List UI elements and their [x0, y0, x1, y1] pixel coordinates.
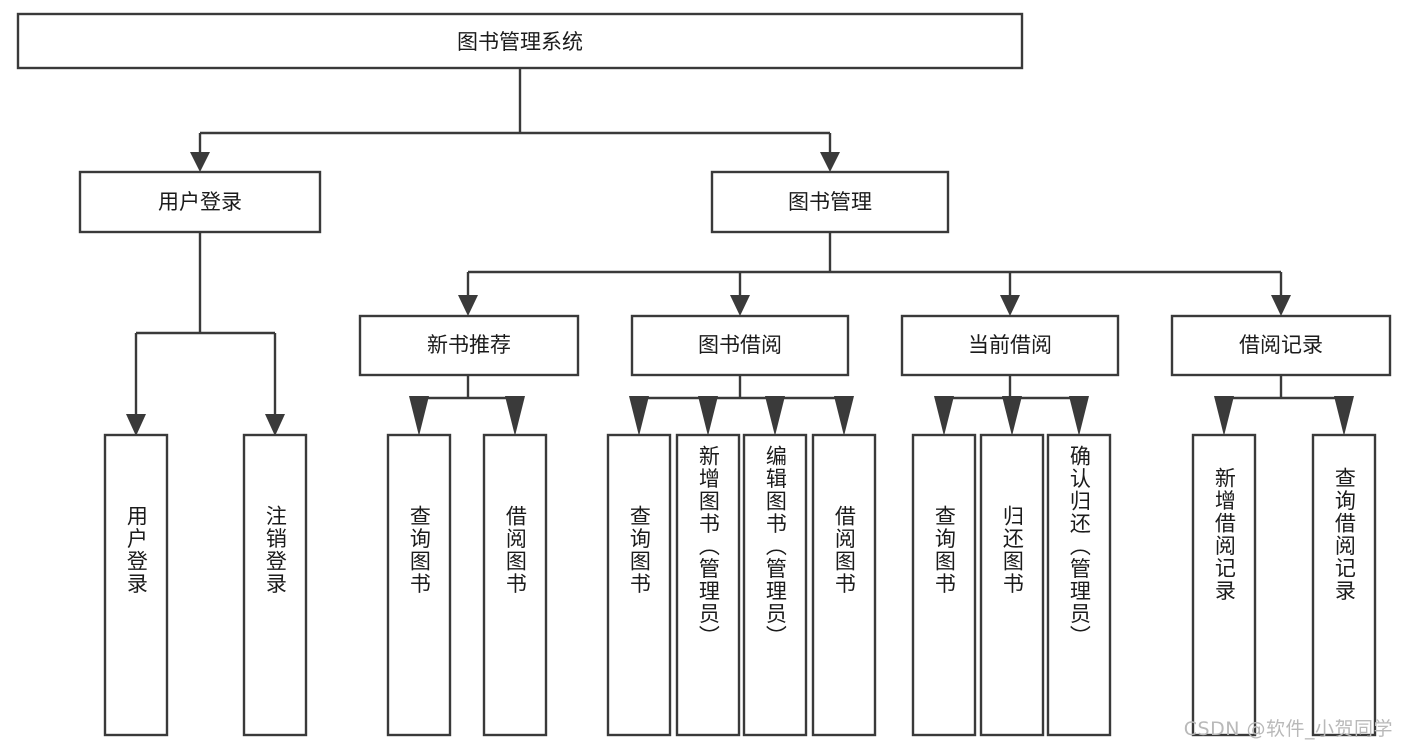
- leaf-box-query-book-1[interactable]: [386, 433, 452, 737]
- node-user-login[interactable]: 用户登录: [78, 170, 322, 234]
- arrow-head-leaf-edit-book: [765, 396, 785, 436]
- csdn-watermark: CSDN @软件_小贺同学: [1183, 718, 1393, 740]
- leaf-box-query-book-3[interactable]: [911, 433, 977, 737]
- leaf-box-return-book[interactable]: [979, 433, 1045, 737]
- arrow-head-leaf-borrow-book-2: [834, 396, 854, 436]
- arrow-head-leaf-user-login: [126, 414, 146, 436]
- leaf-box-confirm-return[interactable]: [1046, 433, 1112, 737]
- leaf-box-add-record[interactable]: [1191, 433, 1257, 737]
- node-borrow-record-label: 借阅记录: [1239, 333, 1323, 357]
- node-root[interactable]: 图书管理系统: [16, 12, 1024, 70]
- node-borrow-record-box[interactable]: [1170, 314, 1392, 377]
- arrow-head-leaf-query-record: [1334, 396, 1354, 436]
- leaf-boxes: [103, 433, 1377, 737]
- node-borrow-record[interactable]: 借阅记录: [1170, 314, 1392, 377]
- arrow-head-leaf-query-book-1: [409, 396, 429, 436]
- leaf-box-borrow-book-1[interactable]: [482, 433, 548, 737]
- arrow-head-leaf-add-book: [698, 396, 718, 436]
- leaf-box-logout-login[interactable]: [242, 433, 308, 737]
- node-user-login-label: 用户登录: [158, 190, 242, 214]
- arrow-head-leaf-confirm-return: [1069, 396, 1089, 436]
- arrow-head-book-management: [820, 152, 840, 172]
- arrow-head-borrow-record: [1271, 295, 1291, 316]
- node-new-book-recommend-label: 新书推荐: [427, 333, 511, 357]
- node-book-borrow[interactable]: 图书借阅: [630, 314, 850, 377]
- arrow-head-leaf-return-book: [1002, 396, 1022, 436]
- leaf-box-edit-book[interactable]: [742, 433, 808, 737]
- leaf-box-borrow-book-2[interactable]: [811, 433, 877, 737]
- node-new-book-recommend[interactable]: 新书推荐: [358, 314, 580, 377]
- arrow-head-book-borrow: [730, 295, 750, 316]
- arrow-head-leaf-logout-login: [265, 414, 285, 436]
- arrow-head-leaf-query-book-3: [934, 396, 954, 436]
- node-book-borrow-box[interactable]: [630, 314, 850, 377]
- node-root-box[interactable]: [16, 12, 1024, 70]
- node-user-login-box[interactable]: [78, 170, 322, 234]
- node-book-borrow-label: 图书借阅: [698, 333, 782, 357]
- arrow-head-leaf-borrow-book-1: [505, 396, 525, 436]
- node-root-label: 图书管理系统: [457, 30, 583, 54]
- arrow-head-user-login: [190, 152, 210, 172]
- node-current-borrow[interactable]: 当前借阅: [900, 314, 1120, 377]
- leaf-box-query-record[interactable]: [1311, 433, 1377, 737]
- leaf-box-query-book-2[interactable]: [606, 433, 672, 737]
- leaf-box-add-book[interactable]: [675, 433, 741, 737]
- node-current-borrow-label: 当前借阅: [968, 333, 1052, 357]
- node-new-book-recommend-box[interactable]: [358, 314, 580, 377]
- node-book-management[interactable]: 图书管理: [710, 170, 950, 234]
- arrow-heads: [126, 152, 1354, 436]
- arrow-head-current-borrow: [1000, 295, 1020, 316]
- arrow-head-new-book-recommend: [458, 295, 478, 316]
- node-current-borrow-box[interactable]: [900, 314, 1120, 377]
- leaf-box-user-login[interactable]: [103, 433, 169, 737]
- arrow-head-leaf-query-book-2: [629, 396, 649, 436]
- arrow-head-leaf-add-record: [1214, 396, 1234, 436]
- node-book-management-label: 图书管理: [788, 190, 872, 214]
- node-book-management-box[interactable]: [710, 170, 950, 234]
